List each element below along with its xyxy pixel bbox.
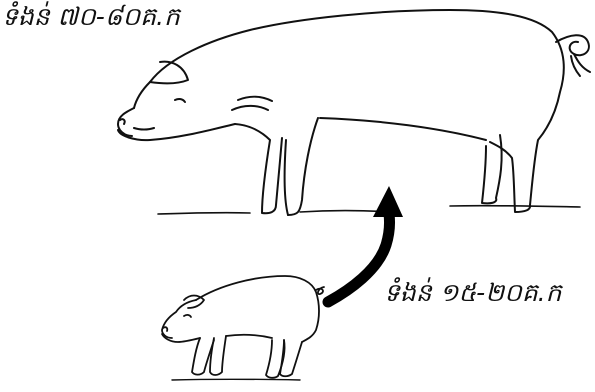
adult-pig-weight-label: ទំងន់ ៧០-៨០គ.ក (2, 4, 180, 29)
adult-pig-icon (118, 10, 590, 215)
piglet-weight-label: ទំងន់ ១៥-២០គ.ក (384, 280, 562, 305)
piglet-icon (162, 276, 324, 380)
